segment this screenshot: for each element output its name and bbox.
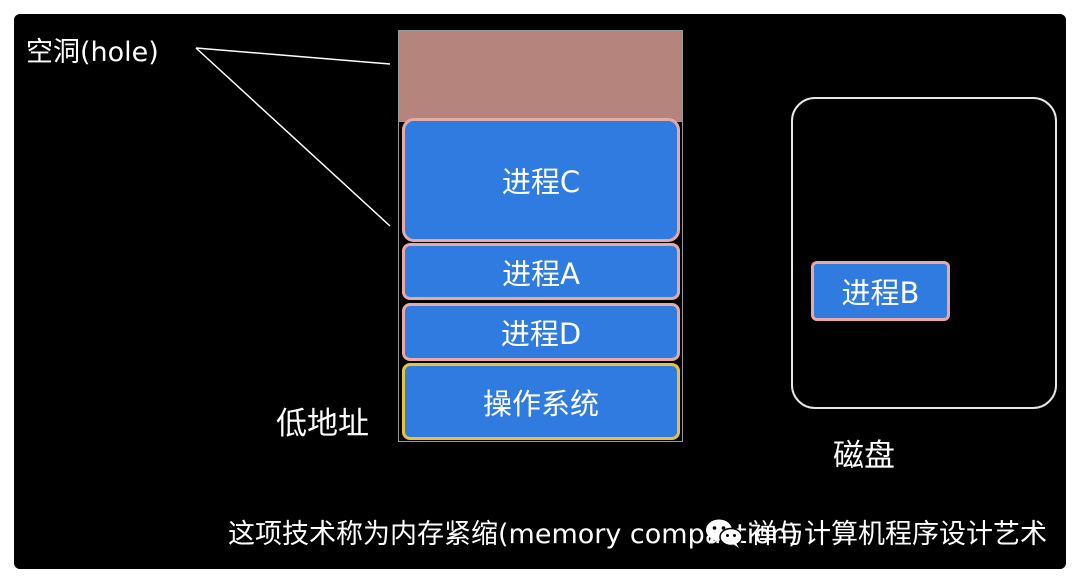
wechat-icon	[706, 519, 743, 548]
os-label: 操作系统	[482, 386, 599, 421]
pointer-line-top	[195, 47, 391, 65]
hole-block	[399, 31, 682, 122]
process-a-block: 进程A	[402, 243, 680, 300]
process-b-label: 进程B	[841, 276, 920, 310]
low-address-label: 低地址	[276, 406, 369, 442]
process-a-label: 进程A	[502, 256, 580, 291]
caption: 这项技术称为内存紧缩(memory compaction)	[228, 519, 799, 550]
hole-label: 空洞(hole)	[26, 37, 159, 68]
pointer-line-bottom	[195, 47, 391, 227]
process-b-block: 进程B	[811, 261, 950, 321]
watermark: 禅与计算机程序设计艺术	[750, 519, 1047, 550]
process-c-block: 进程C	[402, 118, 680, 242]
os-block: 操作系统	[402, 363, 680, 440]
process-c-label: 进程C	[501, 165, 581, 199]
process-d-block: 进程D	[402, 303, 680, 361]
disk-label: 磁盘	[833, 438, 895, 474]
disk-box	[791, 97, 1057, 409]
process-d-label: 进程D	[500, 317, 582, 351]
memory-column	[398, 30, 683, 442]
